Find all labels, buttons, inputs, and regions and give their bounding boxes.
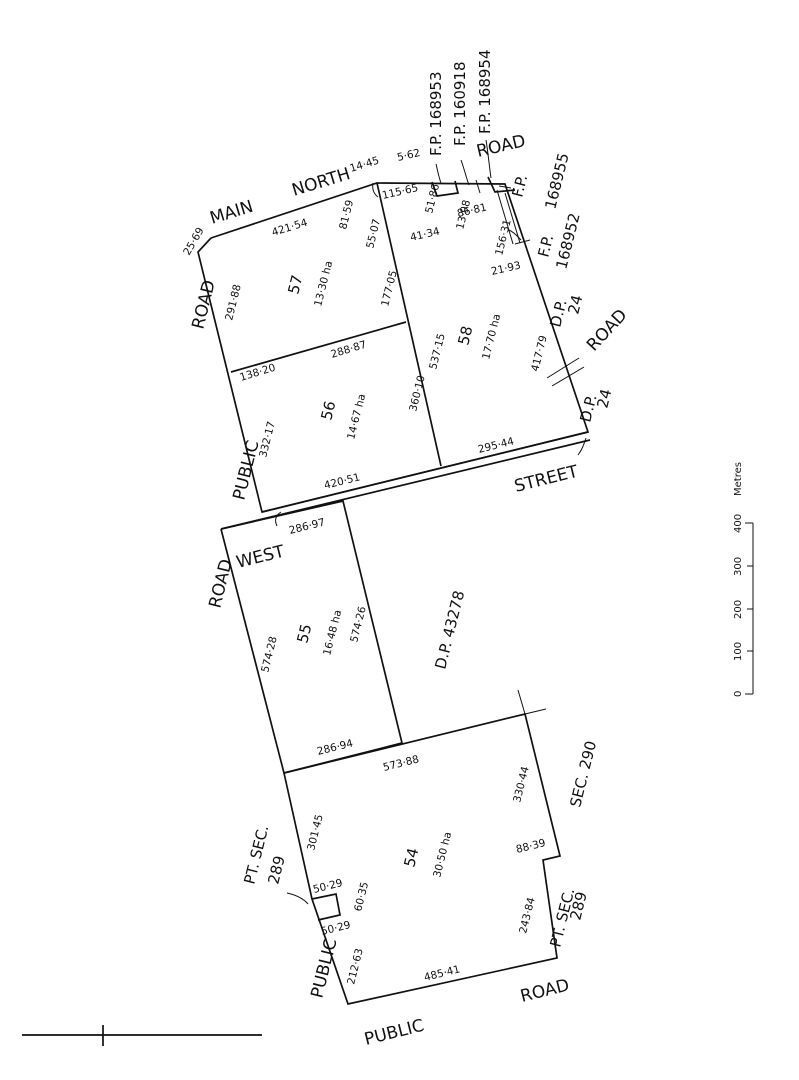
- lot-area-58: 17·70 ha: [480, 313, 503, 361]
- fp-parcel-168952-line: [504, 192, 521, 244]
- dp-43278-label: D.P. 43278: [431, 589, 468, 671]
- pointer-arrow-fp-168952: [508, 229, 522, 241]
- dim-51-86: 51·86: [423, 182, 442, 214]
- sec-290-boundary-top: [524, 708, 547, 715]
- fp-168952-label-a: F.P.: [534, 233, 557, 259]
- lot-57-58-boundary: [376, 182, 442, 467]
- fp-168955-label-a: F.P.: [508, 173, 531, 199]
- scale-label-300: 300: [733, 557, 744, 576]
- dim-60-35: 60·35: [352, 881, 371, 913]
- scale-bar: Metres 0 100 200 300 400: [733, 462, 754, 697]
- dim-177-05: 177·05: [379, 269, 400, 308]
- dim-55-07: 55·07: [364, 218, 383, 250]
- lot-number-55: 55: [293, 622, 315, 645]
- road-label-main: MAIN: [208, 197, 256, 229]
- scale-label-200: 200: [733, 600, 744, 619]
- dim-286-94: 286·94: [316, 737, 355, 758]
- boundary-lines: [22, 139, 591, 1046]
- lot-number-58: 58: [454, 324, 476, 347]
- dim-574-26: 574·26: [348, 605, 369, 644]
- dim-286-97: 286·97: [288, 516, 327, 537]
- lot-number-54: 54: [400, 846, 422, 869]
- road-label-north: NORTH: [290, 164, 353, 201]
- dim-291-88: 291·88: [223, 283, 244, 322]
- dim-50-29-bottom: 50·29: [320, 919, 352, 938]
- fp-parcel-168955-line: [496, 189, 514, 245]
- dim-41-34: 41·34: [409, 225, 441, 244]
- sec-290-label: SEC. 290: [566, 739, 600, 809]
- scale-label-100: 100: [733, 642, 744, 661]
- road-label-road-bottom: ROAD: [518, 975, 571, 1006]
- fp-168953-label: F.P. 168953: [427, 72, 445, 157]
- dp24-road-line-2: [551, 366, 585, 387]
- fp-168955-label-b: 168955: [541, 151, 572, 211]
- dim-243-84: 243·84: [517, 896, 538, 935]
- pointer-arrow-fp-160918: [460, 159, 470, 186]
- lot-number-56: 56: [317, 399, 339, 422]
- fp-parcel-168952-bottom: [514, 239, 531, 245]
- dim-25-69: 25·69: [181, 225, 206, 257]
- road-label-west: WEST: [234, 542, 287, 573]
- dim-21-93: 21·93: [490, 259, 522, 277]
- road-label-street: STREET: [512, 462, 580, 497]
- dim-537-15: 537·15: [427, 332, 448, 371]
- fp-168954-label: F.P. 168954: [476, 50, 494, 135]
- scale-title: Metres: [733, 462, 744, 496]
- lot-area-55: 16·48 ha: [321, 609, 344, 657]
- dim-573-88: 573·88: [382, 753, 421, 774]
- dim-50-29-top: 50·29: [312, 877, 344, 896]
- dim-88-39: 88·39: [515, 837, 547, 856]
- pt-sec-289-notch: [311, 892, 341, 921]
- fp-160918-label: F.P. 160918: [451, 62, 469, 147]
- pointer-arrow-14-45: [372, 182, 379, 198]
- pointer-arrow-west: [275, 511, 282, 527]
- dim-81-59: 81·59: [337, 199, 356, 231]
- pointer-arrow-pt-sec: [286, 892, 309, 905]
- lot-55-outline: [220, 499, 404, 775]
- dp-24-upper-label-b: 24: [564, 293, 586, 316]
- street-north-line: [261, 431, 589, 513]
- dim-417-79: 417·79: [529, 334, 550, 373]
- fp-parcel-168953: [431, 180, 460, 197]
- dim-330-44: 330·44: [511, 765, 532, 804]
- pointer-arrow-fp-168953: [435, 163, 442, 184]
- dim-332-17: 332·17: [257, 420, 278, 459]
- road-label-public-bottom: PUBLIC: [362, 1016, 426, 1050]
- road-label-road-left-mid: ROAD: [205, 557, 236, 610]
- dimension-labels: 25·69 421·54 14·45 5·62 115·65 51·86 81·…: [181, 147, 550, 986]
- lot-area-56: 14·67 ha: [345, 393, 368, 441]
- road-label-road-top: ROAD: [475, 131, 528, 162]
- dp24-road-line-1: [546, 357, 580, 379]
- lot-area-54: 30·50 ha: [431, 831, 454, 879]
- fp-168952-label-b: 168952: [552, 211, 583, 271]
- pointer-arrow-fp-168955: [498, 185, 512, 189]
- road-label-road-right: ROAD: [583, 305, 631, 355]
- dim-421-54: 421·54: [270, 217, 309, 239]
- dim-212-63: 212·63: [345, 947, 366, 986]
- pointer-arrow-fp-168954: [485, 139, 492, 179]
- lot-54-outline: [283, 712, 562, 1005]
- pointer-arrow-street: [577, 437, 587, 456]
- lot-number-57: 57: [284, 273, 306, 296]
- pt-sec-289-left-label-b: 289: [264, 854, 288, 886]
- sec-290-boundary-vertical: [517, 689, 526, 715]
- dim-301-45: 301·45: [305, 813, 326, 852]
- dp-24-lower-label-b: 24: [593, 387, 615, 410]
- fp-parcel-168954: [487, 176, 516, 193]
- dim-295-44: 295·44: [477, 435, 516, 456]
- dim-14-45: 14·45: [348, 155, 380, 175]
- fp-parcel-160918-line: [475, 179, 481, 194]
- dim-5-62: 5·62: [396, 147, 421, 164]
- dim-574-28: 574·28: [259, 635, 280, 674]
- lot-area-57: 13·30 ha: [312, 260, 335, 308]
- allotment-labels: 57 13·30 ha 58 17·70 ha 56 14·67 ha 55 1…: [284, 260, 503, 879]
- lot-57-56-boundary: [230, 321, 407, 373]
- scale-label-400: 400: [733, 514, 744, 533]
- scale-label-0: 0: [733, 691, 744, 697]
- dim-115-65: 115·65: [381, 182, 420, 202]
